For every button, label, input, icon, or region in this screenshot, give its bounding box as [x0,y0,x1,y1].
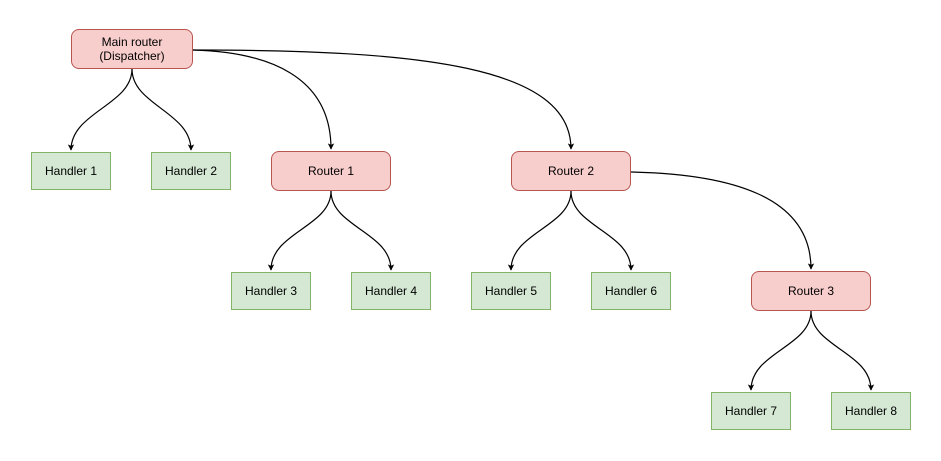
node-label: Handler 1 [44,164,98,178]
node-handler-6[interactable]: Handler 6 [591,272,671,310]
node-label: Handler 3 [244,284,298,298]
node-label: Handler 2 [164,164,218,178]
edges-group [67,49,875,391]
edge-router-3-to-handler-8 [810,310,875,391]
edge-router-1-to-handler-3 [267,190,332,271]
node-label: Router 3 [787,284,835,298]
edge-main-to-handler-1 [67,68,133,151]
node-handler-8[interactable]: Handler 8 [831,392,911,430]
node-handler-2[interactable]: Handler 2 [151,152,231,190]
edge-router-1-to-handler-4 [330,190,395,271]
node-router-2[interactable]: Router 2 [511,151,631,191]
node-router-1[interactable]: Router 1 [271,151,391,191]
node-label: Router 2 [547,164,595,178]
edge-router-2-to-handler-5 [507,190,572,271]
node-handler-1[interactable]: Handler 1 [31,152,111,190]
node-label: Handler 4 [364,284,418,298]
node-label: Main router (Dispatcher) [99,35,165,63]
node-handler-3[interactable]: Handler 3 [231,272,311,310]
edge-main-to-router-1 [192,49,335,150]
edge-main-to-router-2 [192,49,575,150]
node-label: Handler 6 [604,284,658,298]
node-label: Router 1 [307,164,355,178]
node-handler-5[interactable]: Handler 5 [471,272,551,310]
edge-main-to-handler-2 [131,68,195,151]
node-handler-4[interactable]: Handler 4 [351,272,431,310]
node-label: Handler 7 [724,404,778,418]
edge-router-2-to-router-3 [630,171,815,270]
node-handler-7[interactable]: Handler 7 [711,392,791,430]
node-main-router[interactable]: Main router (Dispatcher) [71,29,193,69]
node-label: Handler 5 [484,284,538,298]
edge-router-3-to-handler-7 [747,310,812,391]
edge-router-2-to-handler-6 [570,190,635,271]
node-label: Handler 8 [844,404,898,418]
node-router-3[interactable]: Router 3 [751,271,871,311]
